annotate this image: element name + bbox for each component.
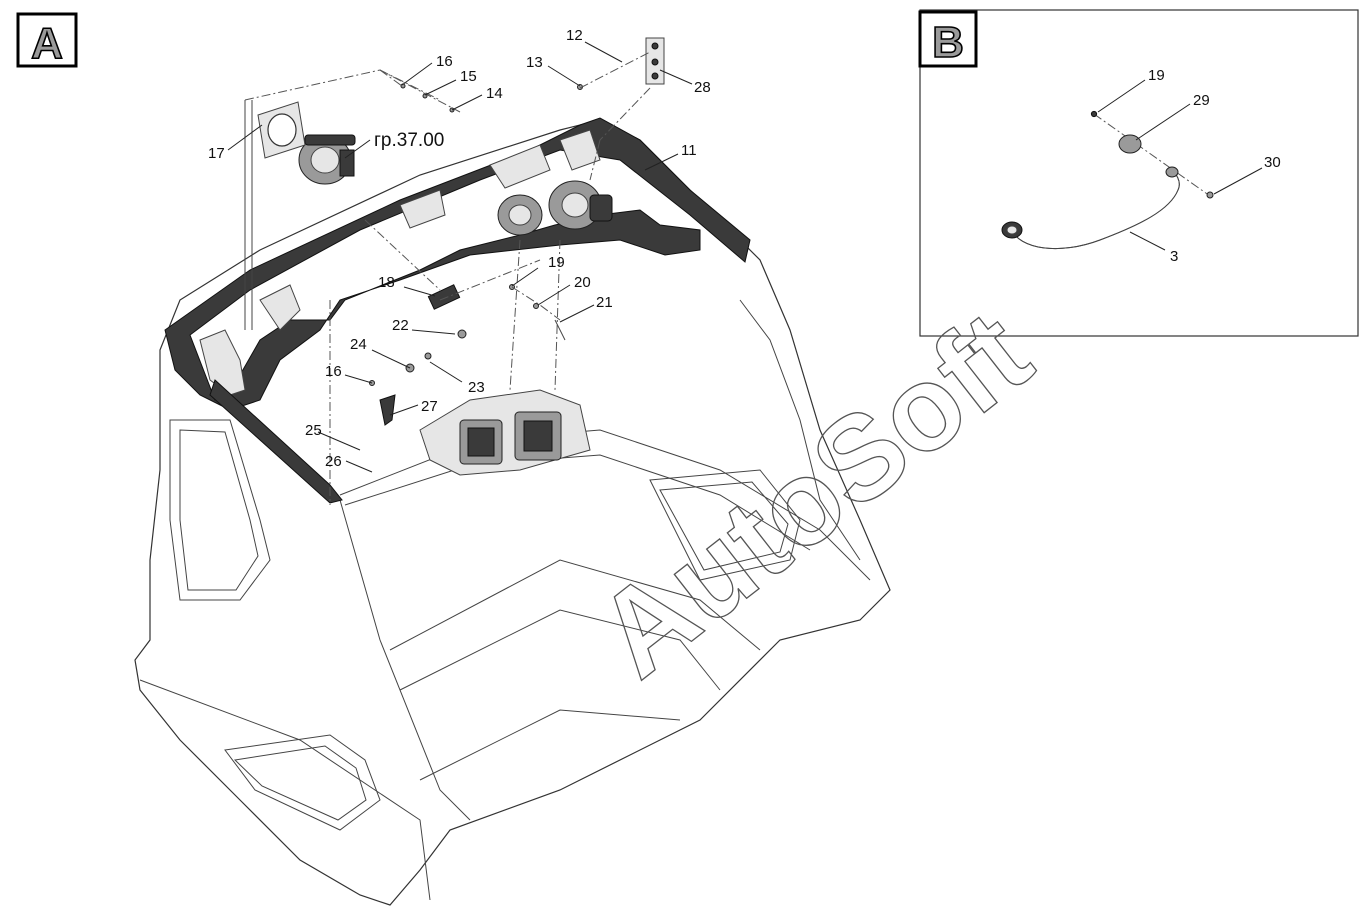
fan-motor-assembly bbox=[298, 134, 613, 236]
callout-19: 19 bbox=[548, 254, 565, 271]
callout-11: 11 bbox=[681, 142, 697, 159]
bracket-28 bbox=[645, 37, 665, 85]
callout-22: 22 bbox=[392, 317, 409, 334]
view-b-label: B bbox=[932, 18, 964, 67]
view-a-badge: A bbox=[16, 12, 78, 69]
callout-17: 17 bbox=[208, 145, 225, 162]
callout-16-left: 16 bbox=[325, 363, 342, 380]
callout-12: 12 bbox=[566, 27, 583, 44]
callout-19-view-b: 19 bbox=[1148, 67, 1165, 84]
callout-14: 14 bbox=[486, 85, 503, 102]
front-console bbox=[419, 389, 591, 476]
roof-frame bbox=[164, 100, 751, 504]
callout-20: 20 bbox=[574, 274, 591, 291]
leader-lines-a bbox=[227, 41, 693, 473]
small-hardware bbox=[369, 83, 583, 426]
gasket-17 bbox=[257, 101, 306, 159]
callout-21: 21 bbox=[596, 294, 613, 311]
callout-30: 30 bbox=[1264, 154, 1281, 171]
callouts-a: 11 12 13 14 15 16 17 гр.37.00 18 19 20 2… bbox=[208, 27, 711, 470]
callout-28: 28 bbox=[694, 79, 711, 96]
cab-shell bbox=[134, 119, 891, 906]
callout-3: 3 bbox=[1170, 248, 1178, 265]
callout-24: 24 bbox=[350, 336, 367, 353]
callout-15: 15 bbox=[460, 68, 477, 85]
view-b-badge: B bbox=[918, 10, 978, 68]
callout-16-top: 16 bbox=[436, 53, 453, 70]
callout-23: 23 bbox=[468, 379, 485, 396]
view-b-panel: B 19 29 30 3 bbox=[918, 9, 1359, 337]
view-a-label: A bbox=[31, 19, 63, 68]
assembly-lines-a bbox=[244, 51, 651, 505]
callout-27: 27 bbox=[421, 398, 438, 415]
callout-26: 26 bbox=[325, 453, 342, 470]
callout-29: 29 bbox=[1193, 92, 1210, 109]
group-reference: гр.37.00 bbox=[374, 130, 444, 151]
callout-13: 13 bbox=[526, 54, 543, 71]
callout-18: 18 bbox=[378, 274, 395, 291]
callout-25: 25 bbox=[305, 422, 322, 439]
